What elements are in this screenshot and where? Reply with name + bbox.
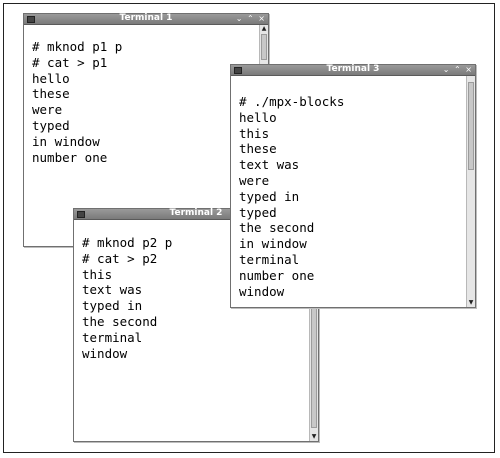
terminal-line: in window — [32, 133, 100, 149]
terminal-line: # ./mpx-blocks — [239, 94, 345, 109]
scroll-up-icon[interactable]: ▲ — [261, 25, 267, 32]
scroll-down-icon[interactable]: ▼ — [468, 299, 474, 306]
terminal-2-title: Terminal 2 — [169, 208, 223, 218]
terminal-line: typed in — [82, 298, 143, 314]
terminal-line: terminal — [239, 251, 300, 267]
minimize-icon[interactable]: ⌄ — [235, 14, 243, 23]
terminal-3-window: Terminal 3 ⌄ ⌃ × ▼ # ./mpx-blocks hello … — [230, 64, 476, 308]
terminal-line: text was — [239, 157, 300, 173]
scroll-thumb[interactable] — [261, 34, 267, 60]
close-icon[interactable]: × — [465, 65, 472, 74]
terminal-line: these — [239, 141, 277, 157]
terminal-line: in window — [239, 236, 307, 252]
scroll-thumb[interactable] — [468, 82, 474, 170]
window-menu-icon[interactable] — [234, 67, 242, 74]
terminal-line: typed — [32, 117, 70, 133]
terminal-3-titlebar[interactable]: Terminal 3 ⌄ ⌃ × — [231, 64, 475, 76]
maximize-icon[interactable]: ⌃ — [454, 65, 461, 74]
terminal-3-scrollbar[interactable]: ▼ — [466, 76, 475, 307]
window-menu-icon[interactable] — [27, 16, 35, 23]
terminal-line: number one — [239, 267, 315, 283]
terminal-line: the second — [82, 313, 158, 329]
terminal-line: were — [239, 172, 270, 188]
terminal-line: # mknod p2 p — [82, 235, 173, 250]
terminal-line: # cat > p2 — [82, 250, 158, 266]
terminal-line: # cat > p1 — [32, 54, 108, 70]
terminal-line: hello — [239, 109, 277, 125]
terminal-1-titlebar[interactable]: Terminal 1 ⌄ ⌃ × — [24, 13, 268, 25]
terminal-2-window: Terminal 2 ⌄ ⌃ × ▼ # mknod p2 p # cat > … — [73, 208, 319, 442]
terminal-line: window — [239, 283, 285, 299]
terminal-line: this — [82, 266, 113, 282]
terminal-line: typed — [239, 204, 277, 220]
terminal-line: typed in — [239, 188, 300, 204]
terminal-line: were — [32, 102, 63, 118]
maximize-icon[interactable]: ⌃ — [247, 14, 254, 23]
terminal-1-output[interactable]: # mknod p1 p # cat > p1 hello these were… — [32, 39, 256, 165]
window-menu-icon[interactable] — [77, 211, 85, 218]
terminal-line: number one — [32, 149, 108, 165]
terminal-line: terminal — [82, 329, 143, 345]
terminal-line: the second — [239, 220, 315, 236]
minimize-icon[interactable]: ⌄ — [442, 65, 450, 74]
scroll-down-icon[interactable]: ▼ — [311, 433, 317, 440]
terminal-line: window — [82, 345, 128, 361]
terminal-line: text was — [82, 282, 143, 298]
terminal-line: # mknod p1 p — [32, 39, 123, 54]
terminal-2-output[interactable]: # mknod p2 p # cat > p2 this text was ty… — [82, 235, 306, 361]
scroll-thumb[interactable] — [311, 292, 317, 428]
close-icon[interactable]: × — [258, 14, 265, 23]
terminal-3-output[interactable]: # ./mpx-blocks hello this these text was… — [239, 94, 463, 299]
terminal-1-title: Terminal 1 — [119, 13, 173, 23]
terminal-line: hello — [32, 70, 70, 86]
terminal-3-title: Terminal 3 — [326, 64, 380, 74]
terminal-line: these — [32, 86, 70, 102]
terminal-line: this — [239, 125, 270, 141]
